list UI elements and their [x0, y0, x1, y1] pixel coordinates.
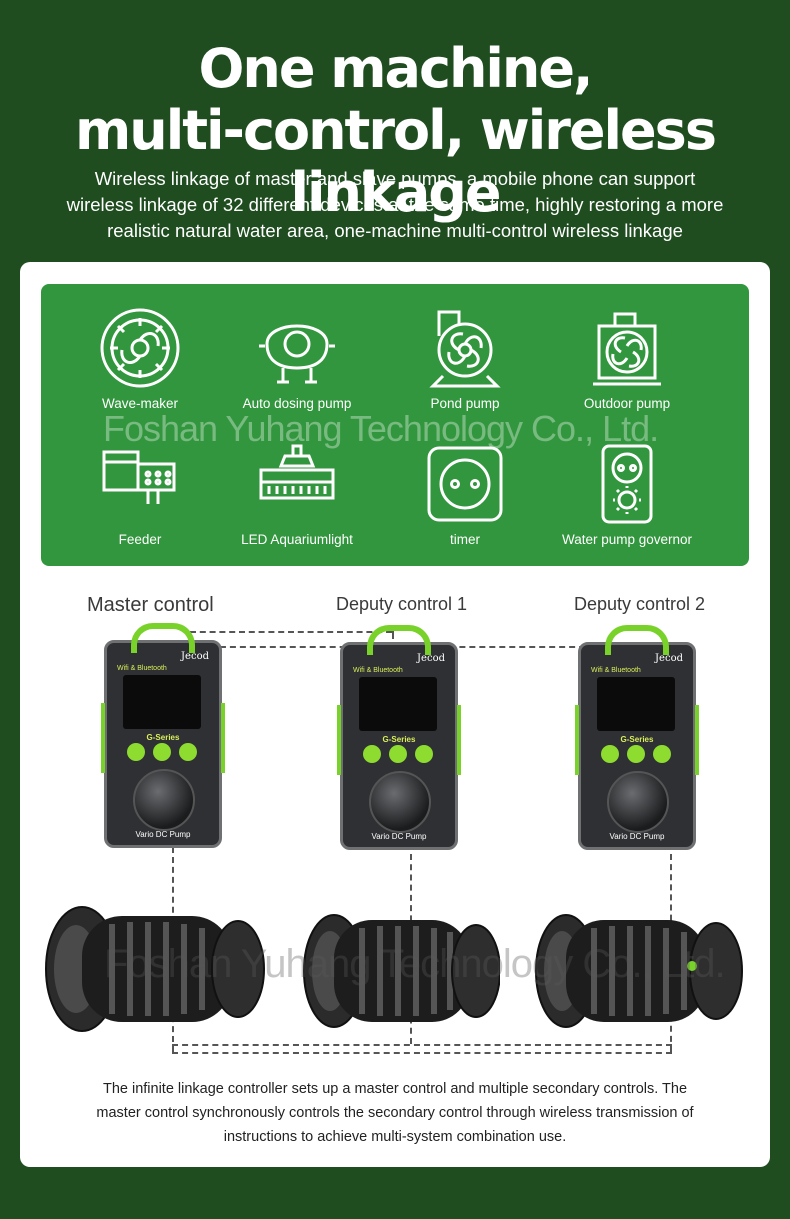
deputy-control-1-label: Deputy control 1	[336, 594, 468, 614]
power-button[interactable]	[363, 745, 381, 763]
control-knob[interactable]	[133, 769, 195, 831]
wave-pump-3	[535, 914, 743, 1028]
mode-button[interactable]	[653, 745, 671, 763]
outdoor-pump-icon	[593, 312, 661, 386]
wave-pump-1	[45, 906, 265, 1032]
device-timer: timer	[385, 442, 545, 547]
mode-button[interactable]	[179, 743, 197, 761]
controller-screen	[359, 677, 437, 731]
headline: One machine, multi-control, wireless lin…	[0, 38, 790, 224]
controller-series: G-Series	[146, 733, 180, 742]
controller-wifi-label: Wifi & Bluetooth	[591, 667, 641, 674]
controller-side-light	[575, 705, 579, 775]
link-line	[172, 1044, 672, 1046]
link-line	[392, 631, 394, 639]
controller-series: G-Series	[620, 735, 654, 744]
mode-button[interactable]	[415, 745, 433, 763]
wave-pump-2	[303, 914, 500, 1028]
master-controller: Jecod Wifi & Bluetooth G-Series Vario DC…	[101, 623, 225, 848]
controller-side-light	[101, 703, 105, 773]
headline-line-1: One machine,	[198, 37, 593, 100]
controller-side-light	[221, 703, 225, 773]
link-line	[190, 631, 392, 633]
led-light-icon	[259, 444, 335, 500]
controller-screen	[123, 675, 201, 729]
device-label: timer	[450, 532, 480, 547]
device-label: Outdoor pump	[583, 396, 671, 411]
device-label: LED Aquariumlight	[241, 532, 353, 547]
content-card: Wave-maker Auto dosing pump	[20, 262, 770, 1167]
device-pond-pump: Pond pump	[385, 306, 545, 411]
description-line-1: The infinite linkage controller sets up …	[102, 1081, 688, 1097]
device-label: Auto dosing pump	[242, 396, 352, 411]
device-label: Pond pump	[430, 396, 500, 411]
power-button[interactable]	[127, 743, 145, 761]
device-led-light: LED Aquariumlight	[217, 442, 377, 547]
device-water-pump-governor: Water pump governor	[547, 442, 707, 547]
device-label: Water pump governor	[561, 532, 693, 547]
subtitle-line-2: wireless linkage of 32 different devices…	[66, 194, 724, 215]
dosing-pump-icon	[259, 324, 335, 384]
description-line-3: instructions to achieve multi-system com…	[223, 1129, 567, 1145]
controller-brand: Jecod	[181, 651, 209, 662]
controller-brand: Jecod	[417, 653, 445, 664]
master-control-label: Master control	[87, 594, 214, 616]
device-label: Feeder	[118, 532, 162, 547]
compatible-devices-panel: Wave-maker Auto dosing pump	[41, 284, 749, 566]
description-line-2: master control synchronously controls th…	[96, 1105, 694, 1121]
device-feeder: Feeder	[60, 442, 220, 547]
linkage-description: The infinite linkage controller sets up …	[50, 1077, 740, 1149]
subtitle-line-1: Wireless linkage of master and slave pum…	[94, 168, 696, 189]
controller-hanger	[367, 625, 431, 655]
feeder-icon	[102, 450, 176, 504]
subtitle: Wireless linkage of master and slave pum…	[40, 166, 750, 244]
controller-side-light	[337, 705, 341, 775]
controller-model: Vario DC Pump	[135, 830, 191, 839]
controller-hanger	[605, 625, 669, 655]
timer-socket-icon	[427, 446, 503, 522]
deputy-controller-2: Jecod Wifi & Bluetooth G-Series Vario DC…	[575, 625, 699, 850]
controller-model: Vario DC Pump	[609, 832, 665, 841]
controller-model: Vario DC Pump	[371, 832, 427, 841]
pond-pump-icon	[429, 310, 501, 388]
wifi-button[interactable]	[153, 743, 171, 761]
controller-series: G-Series	[382, 735, 416, 744]
controller-side-light	[695, 705, 699, 775]
subtitle-line-3: realistic natural water area, one-machin…	[107, 220, 683, 241]
power-button[interactable]	[601, 745, 619, 763]
controller-side-light	[457, 705, 461, 775]
controller-brand: Jecod	[655, 653, 683, 664]
control-knob[interactable]	[369, 771, 431, 833]
device-label: Wave-maker	[101, 396, 178, 411]
controller-wifi-label: Wifi & Bluetooth	[117, 665, 167, 672]
link-line	[172, 1052, 672, 1054]
device-auto-dosing-pump: Auto dosing pump	[217, 306, 377, 411]
controller-hanger	[131, 623, 195, 653]
device-wave-maker: Wave-maker	[60, 306, 220, 411]
wave-maker-icon	[100, 308, 180, 388]
pump-governor-icon	[601, 444, 653, 524]
deputy-control-2-label: Deputy control 2	[574, 594, 706, 614]
control-knob[interactable]	[607, 771, 669, 833]
watermark: Foshan Yuhang Technology Co., Ltd.	[103, 408, 659, 449]
controller-screen	[597, 677, 675, 731]
controller-wifi-label: Wifi & Bluetooth	[353, 667, 403, 674]
wifi-button[interactable]	[627, 745, 645, 763]
watermark: Foshan Yuhang Technology Co., Ltd.	[104, 942, 726, 986]
deputy-controller-1: Jecod Wifi & Bluetooth G-Series Vario DC…	[337, 625, 461, 850]
wifi-button[interactable]	[389, 745, 407, 763]
headline-line-2: multi-control, wireless linkage	[75, 99, 717, 224]
device-outdoor-pump: Outdoor pump	[547, 306, 707, 411]
